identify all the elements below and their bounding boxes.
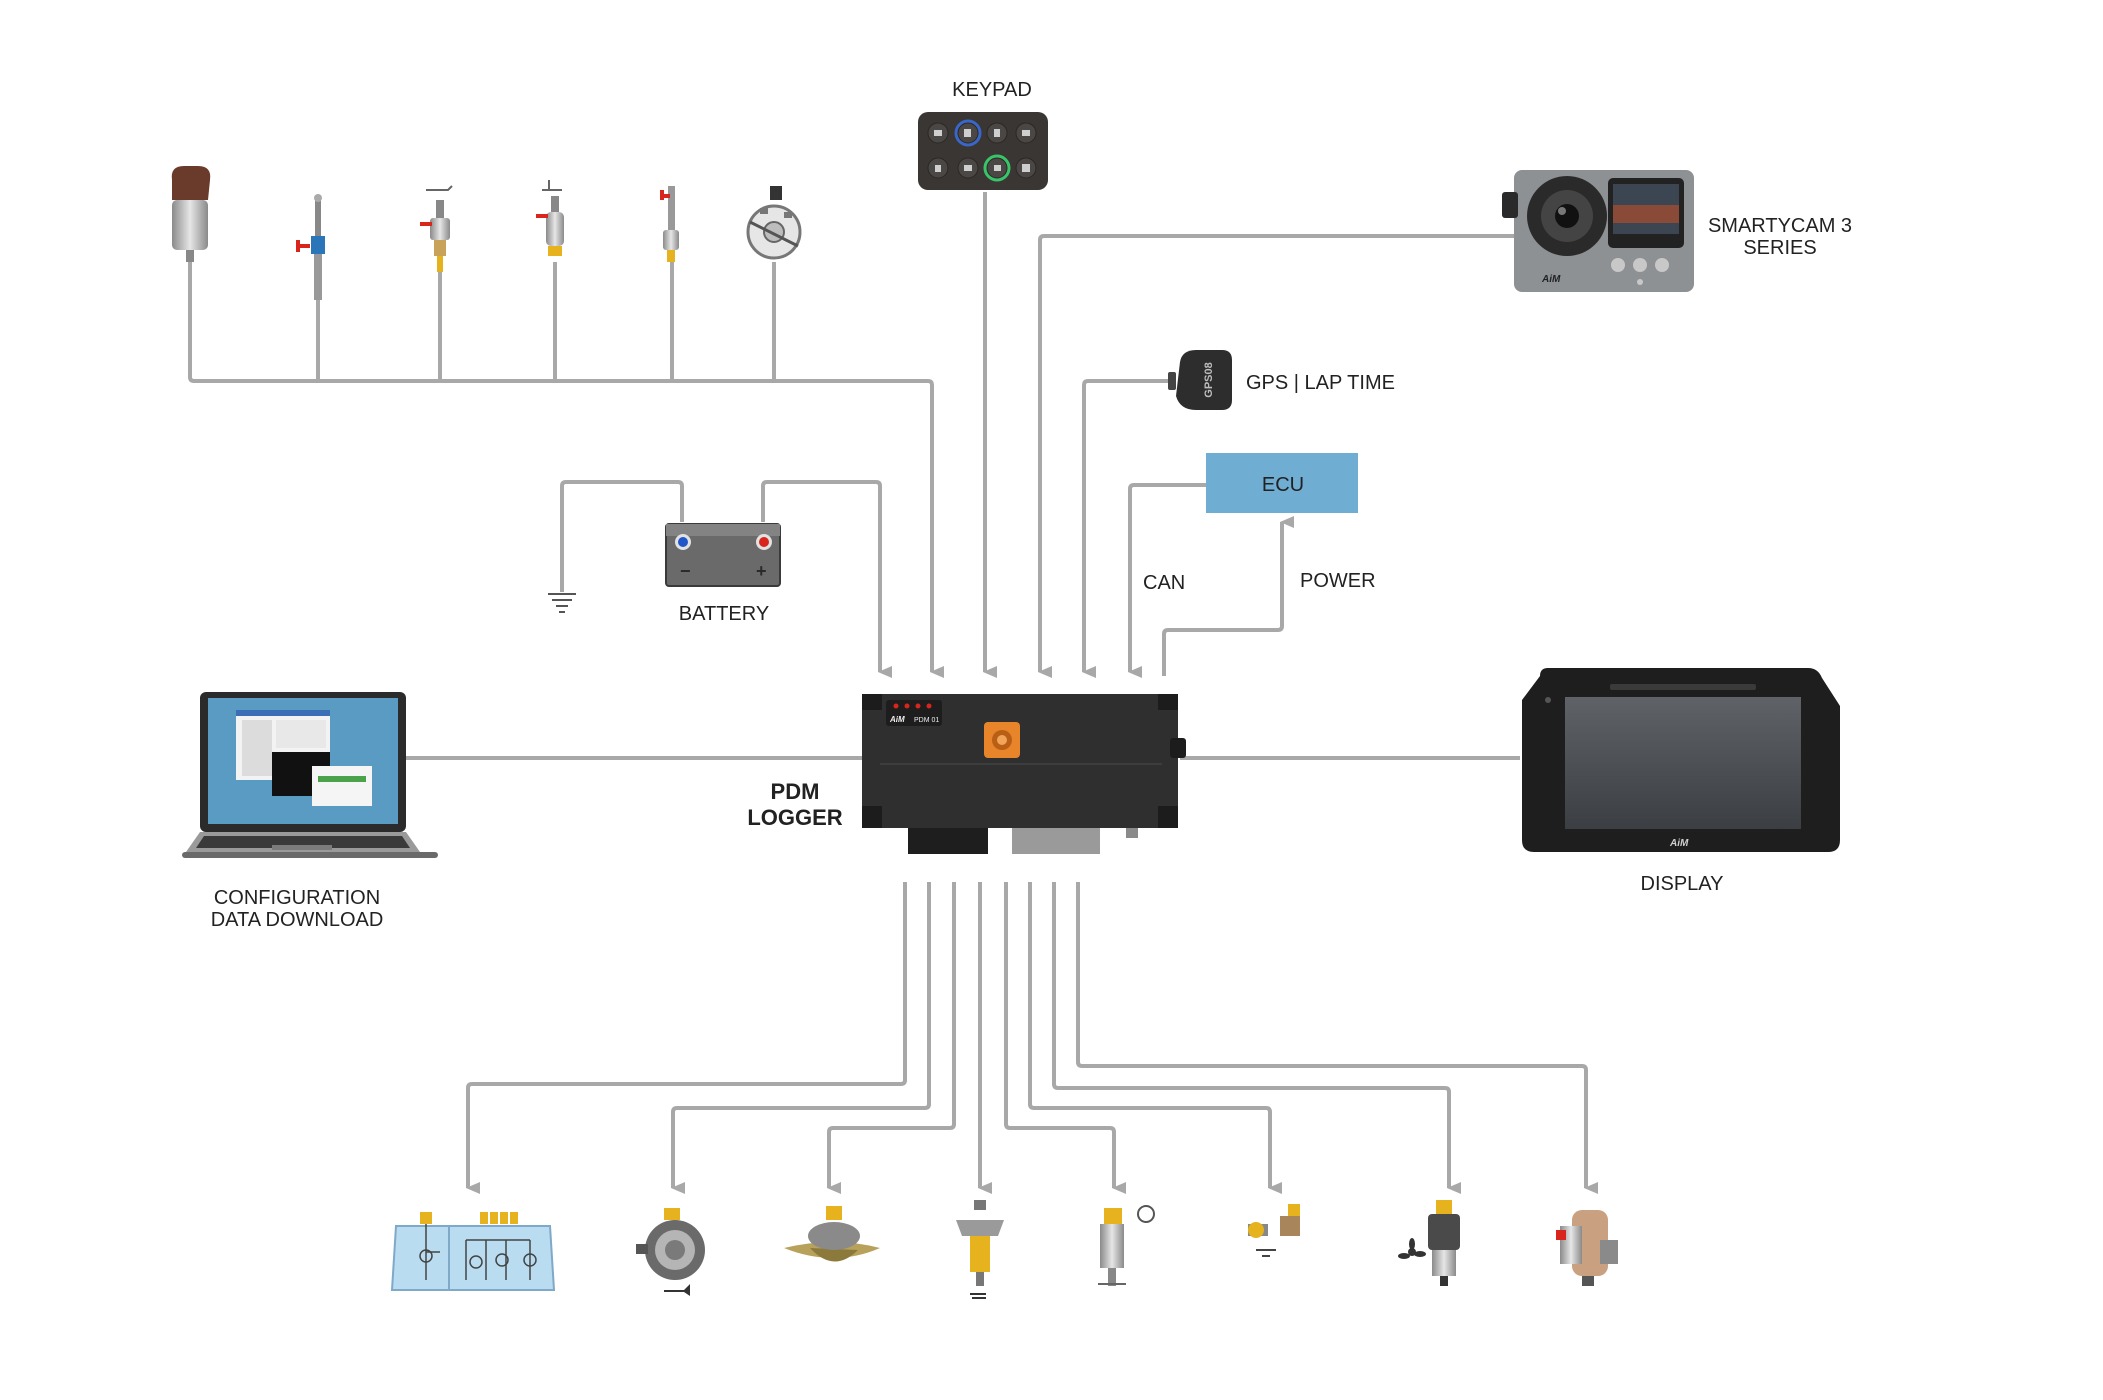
pdm-logger-device: AiM PDM 01 (862, 694, 1186, 854)
output-wire-8 (1076, 882, 1598, 1194)
starter-motor-icon (1556, 1210, 1618, 1286)
gps-module-mark: GPS08 (1203, 362, 1215, 397)
output-wire-3 (827, 882, 956, 1194)
laptop-device (182, 692, 438, 858)
horn-icon (636, 1208, 705, 1296)
gps-label: GPS | LAP TIME (1246, 372, 1395, 394)
water-temperature-sensor-icon (660, 186, 679, 262)
battery-minus-mark: − (680, 561, 691, 581)
smartycam-device: AiM (1502, 170, 1694, 292)
laptop-label: CONFIGURATION DATA DOWNLOAD (211, 887, 384, 931)
brake-pedal-sensor-icon (171, 166, 211, 262)
laptop-label-line2: DATA DOWNLOAD (210, 909, 384, 931)
can-label: CAN (1143, 572, 1186, 594)
display-brand-mark: AiM (1669, 838, 1689, 849)
output-wire-2 (671, 882, 931, 1194)
cooling-fan-icon (1398, 1200, 1460, 1286)
pdm-brand-mark: AiM (889, 715, 905, 724)
fuel-level-sensor-icon (746, 186, 802, 260)
display-device: AiM (1522, 668, 1840, 852)
temperature-sensor-icon (536, 180, 564, 256)
gps-wire (1082, 379, 1170, 678)
power-label: POWER (1300, 570, 1376, 592)
smartycam-label: SMARTYCAM 3 SERIES (1708, 215, 1852, 259)
smartycam-label-line2: SERIES (1743, 237, 1817, 259)
battery-positive-wire (761, 480, 892, 678)
output-wire-1 (466, 882, 907, 1194)
pdm-logger-label: PDM LOGGER (747, 779, 842, 831)
oil-pressure-sensor-icon (420, 185, 453, 272)
display-label: DISPLAY (1640, 873, 1724, 895)
battery-device: − + (665, 523, 781, 587)
power-wire (1162, 516, 1294, 676)
fluid-pressure-sensor-icon (296, 194, 325, 300)
ecu-label: ECU (1261, 474, 1305, 496)
keypad-device (918, 112, 1048, 190)
wiper-motor-icon (784, 1206, 880, 1262)
gps-module: GPS08 (1168, 350, 1232, 410)
headlight-relay-icon (956, 1200, 1004, 1299)
lights-panel-icon (390, 1212, 556, 1291)
output-wire-6 (1028, 882, 1282, 1194)
battery-ground-wire (560, 480, 684, 592)
ground-icon (548, 593, 576, 613)
smartycam-label-line1: SMARTYCAM 3 (1707, 215, 1853, 237)
keypad-label: KEYPAD (952, 79, 1032, 101)
ecu-box (1206, 453, 1358, 513)
output-wire-7 (1052, 882, 1461, 1194)
wires (188, 192, 1598, 1194)
battery-plus-mark: + (756, 561, 767, 581)
smartycam-wire (1038, 234, 1515, 678)
washer-pump-icon (1248, 1204, 1300, 1257)
pdm-label-line2: LOGGER (747, 805, 843, 830)
output-wire-5 (1004, 882, 1126, 1194)
can-wire (1128, 483, 1206, 678)
laptop-label-line1: CONFIGURATION (213, 887, 381, 909)
smartycam-brand-mark: AiM (1541, 274, 1561, 285)
pdm-model-mark: PDM 01 (914, 717, 939, 724)
pdm-label-line1: PDM (770, 779, 820, 804)
fan-relay-icon (1098, 1205, 1155, 1286)
sensor-bus-wire (188, 262, 944, 678)
battery-label: BATTERY (678, 603, 770, 625)
